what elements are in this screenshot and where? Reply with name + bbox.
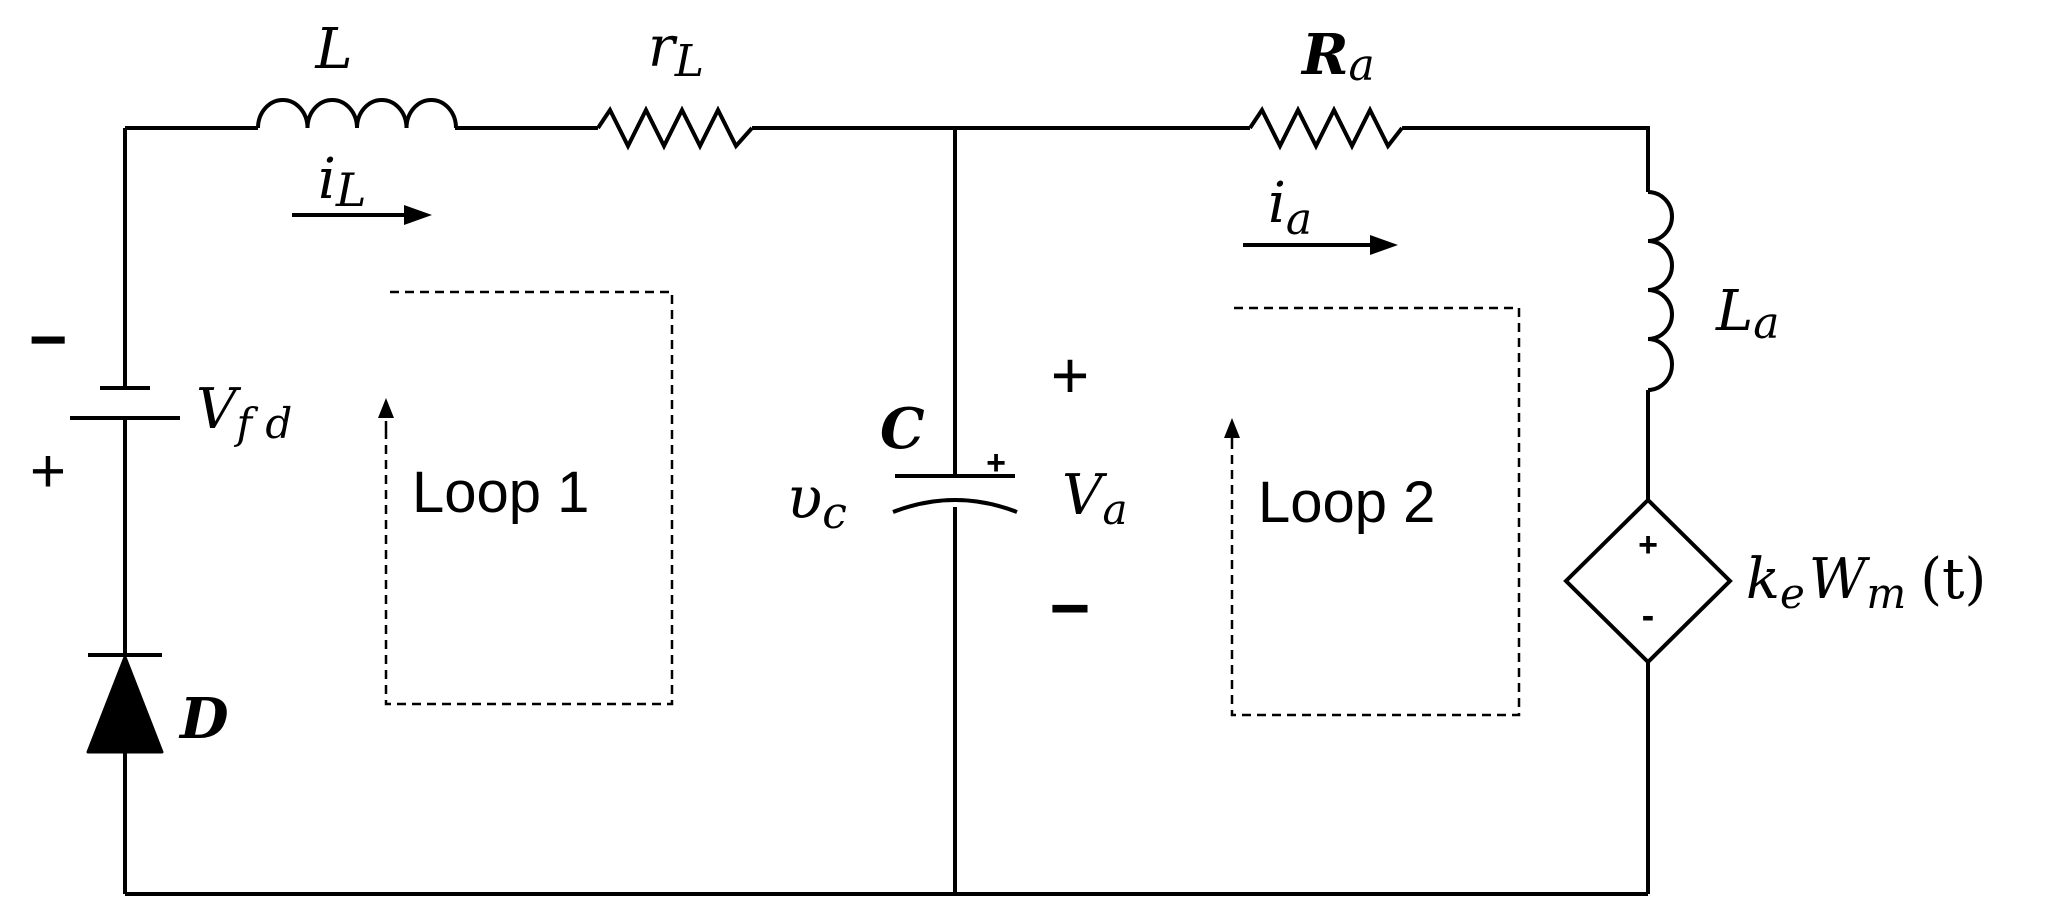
current-il-arrow — [292, 205, 432, 225]
loop2-path — [1224, 306, 1521, 717]
current-il-label: iL — [318, 147, 366, 217]
vfd-subscript: f d — [233, 399, 292, 448]
loop2-label: Loop 2 — [1258, 470, 1435, 535]
resistor-rl-subscript: L — [674, 36, 704, 87]
dep-source-arg: (t) — [1920, 547, 1986, 612]
dep-source-plus-sign: + — [1638, 526, 1658, 564]
resistor-ra-subscript: a — [1349, 40, 1375, 91]
capacitor-voltage-label: υc — [787, 464, 847, 539]
vfd-symbol: V — [196, 377, 242, 442]
va-subscript: a — [1102, 485, 1127, 534]
inductor-l-label: L — [314, 17, 352, 82]
va-symbol: V — [1062, 463, 1108, 528]
capacitor-voltage-subscript: c — [822, 488, 847, 539]
vfd-plus-sign: + — [30, 437, 66, 506]
inductor-la-label: La — [1715, 279, 1779, 349]
va-label: Va — [1062, 463, 1128, 534]
current-ia-arrow — [1243, 235, 1398, 255]
capacitor-plus-sign: + — [986, 444, 1006, 482]
current-ia-symbol: i — [1268, 171, 1286, 236]
diode-d — [86, 653, 164, 754]
vfd-minus-sign: − — [29, 302, 68, 376]
wires — [123, 126, 1650, 896]
diode-label: D — [178, 686, 229, 752]
capacitor-label: C — [880, 396, 925, 462]
inductor-la-subscript: a — [1753, 298, 1779, 349]
inductor-la-symbol: L — [1715, 279, 1753, 344]
inductor-la — [1647, 190, 1674, 392]
current-ia-label: ia — [1268, 171, 1312, 245]
vfd-label: Vf d — [196, 377, 292, 448]
dep-source-w-subscript: m — [1866, 569, 1906, 618]
capacitor-c — [892, 474, 1018, 514]
current-il-symbol: i — [318, 147, 336, 212]
va-minus-sign: − — [1050, 569, 1091, 647]
resistor-ra-label: Ra — [1300, 22, 1375, 91]
inductor-l — [256, 98, 458, 129]
dep-source-k: k — [1746, 547, 1780, 612]
resistor-rl — [596, 105, 754, 151]
current-il-subscript: L — [335, 163, 367, 217]
resistor-ra-symbol: R — [1300, 22, 1349, 88]
battery-vfd — [70, 386, 180, 420]
resistor-ra — [1248, 105, 1404, 151]
dep-source-minus-sign: - — [1642, 595, 1655, 637]
dep-source-k-subscript: e — [1780, 569, 1805, 618]
wire-top-ra-to-right — [1402, 126, 1650, 192]
dep-source-label: keWm (t) — [1746, 547, 1986, 618]
loop1-label: Loop 1 — [412, 460, 589, 525]
dep-source-w: W — [1809, 547, 1871, 612]
loop1-path — [378, 290, 674, 706]
resistor-rl-label: rL — [648, 15, 704, 87]
resistor-rl-symbol: r — [648, 15, 678, 80]
capacitor-voltage-symbol: υ — [787, 464, 822, 532]
dependent-voltage-source — [1563, 497, 1733, 665]
va-plus-sign: + — [1051, 338, 1090, 412]
current-ia-subscript: a — [1286, 194, 1312, 245]
